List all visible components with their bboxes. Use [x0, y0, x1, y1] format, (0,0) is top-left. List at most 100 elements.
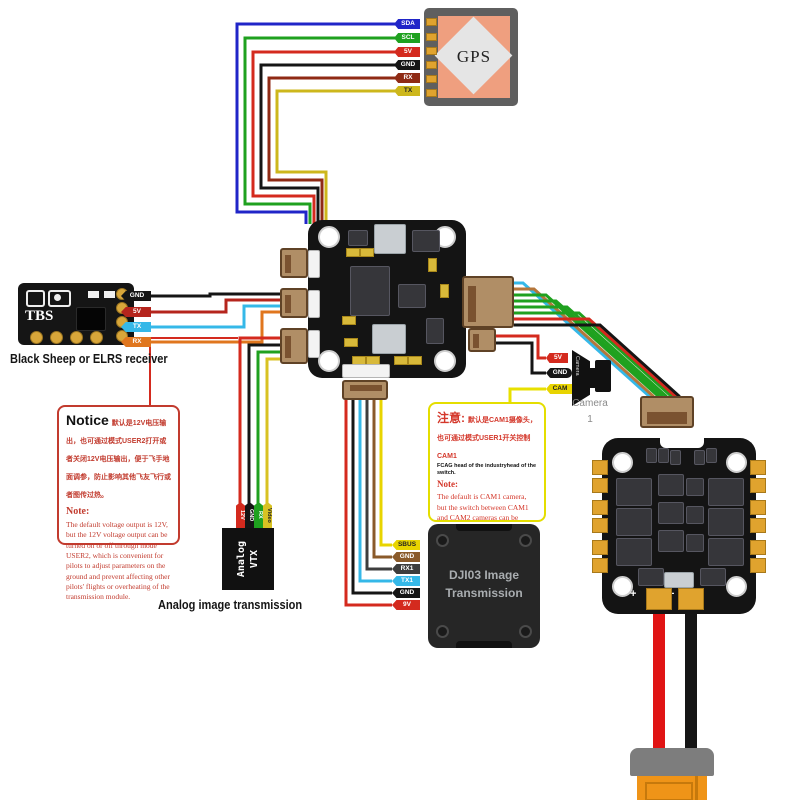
wire-label-cam-5v: 5V — [546, 353, 568, 363]
dji-pin-tx1: TX1 — [392, 576, 420, 586]
dji-label-line1: DJI03 Image — [448, 568, 520, 582]
wire-dji-rx1 — [365, 398, 392, 571]
camera-caption-line1: Camera — [572, 398, 608, 409]
esc-motor-pad — [750, 518, 766, 533]
wire-rx-rx — [150, 310, 286, 344]
wire-rx-gnd — [150, 292, 286, 298]
vtx-caption: Analog image transmission — [158, 597, 303, 613]
mounting-hole — [726, 576, 747, 597]
fc-capacitor — [408, 356, 422, 365]
vtx-label-line1: Analog — [236, 540, 247, 578]
wire-gps-rx — [267, 76, 398, 224]
camera-lens-neck — [589, 368, 595, 388]
wire-label-scl: SCL — [394, 33, 420, 43]
wire-vtx-12v — [238, 336, 284, 514]
fc-capacitor — [394, 356, 408, 365]
esc-motor-pad — [592, 460, 608, 475]
camera-lens-body — [595, 360, 611, 392]
esc-fet — [616, 478, 652, 506]
fc-plug-vtx — [280, 328, 308, 364]
xt60-detail — [695, 776, 698, 800]
fc-chip — [412, 230, 440, 252]
wire-label-5v: 5V — [394, 47, 420, 57]
wire-dji-sbus — [379, 398, 392, 547]
wire-gps-scl — [243, 36, 398, 224]
esc-motor-pad — [592, 518, 608, 533]
dji-screw — [436, 625, 449, 638]
wire-label-cam-gnd: GND — [546, 368, 572, 378]
wire-label-gnd: GND — [121, 291, 151, 301]
mounting-hole — [726, 452, 747, 473]
receiver-caption: Black Sheep or ELRS receiver — [10, 351, 168, 367]
wire-label-tx: TX — [394, 86, 420, 96]
gps-pad — [426, 89, 437, 97]
fc-mcu — [350, 266, 390, 316]
receiver-brand-label: TBS — [25, 308, 54, 324]
camera-caption-line2: 1 — [587, 414, 593, 425]
esc-cap — [670, 450, 681, 465]
fc-left-connector — [308, 250, 320, 278]
esc-fet — [616, 508, 652, 536]
receiver-smd — [104, 291, 115, 298]
esc-cap — [658, 448, 669, 463]
fc-plug-dji — [342, 380, 388, 400]
gps-pad — [426, 18, 437, 26]
fc-capacitor — [440, 284, 449, 298]
wire-gps-5v — [251, 50, 398, 224]
fc-left-connector — [308, 290, 320, 318]
esc-battery-pad-positive — [646, 588, 672, 610]
xt60-detail — [645, 782, 693, 800]
dji-screw — [436, 534, 449, 547]
mounting-hole — [612, 576, 633, 597]
mounting-hole — [318, 350, 340, 372]
fc-capacitor — [342, 316, 356, 325]
esc-motor-pad — [592, 478, 608, 493]
fc-regulator — [372, 324, 406, 354]
esc-chip — [658, 530, 684, 552]
notice-camera-title: 注意: — [437, 411, 465, 425]
wire-dji-gnd2 — [351, 398, 392, 595]
wire-gps-sda — [235, 22, 398, 224]
notice-camera-subline: FCAG head of the industryhead of the swi… — [437, 463, 537, 477]
receiver-chip — [76, 307, 106, 331]
esc-motor-pad — [750, 460, 766, 475]
wire-rx-5v — [150, 298, 286, 314]
receiver-board: TBS — [18, 283, 134, 345]
fc-bottom-connector — [342, 364, 390, 378]
wire-dji-9v — [344, 398, 392, 607]
notice-camera: 注意: 默认是CAM1摄像头，也可通过模式USER1开关控制CAM1 FCAG … — [428, 402, 546, 543]
receiver-pad — [30, 331, 43, 344]
fc-capacitor — [360, 248, 374, 257]
fc-capacitor — [346, 248, 360, 257]
wire-vtx-video — [265, 357, 284, 514]
esc-chip — [658, 502, 684, 524]
gps-pad — [426, 75, 437, 83]
esc-chip — [686, 534, 704, 552]
wire-dji-gnd1 — [372, 398, 392, 559]
notice-camera-note-label: Note: — [437, 479, 458, 490]
notice-power-chinese: 默认是12V电压输出，也可通过模式USER2打开或者关闭12V电压输出，便于飞手… — [66, 420, 171, 499]
wire-cam-5v — [496, 334, 546, 360]
esc-cap — [694, 450, 705, 465]
dji-pin-gnd2: GND — [392, 588, 420, 598]
wire-rx-tx — [150, 304, 286, 329]
esc-fet — [708, 538, 744, 566]
fc-left-connector — [308, 330, 320, 358]
esc-harness-connector — [640, 396, 694, 428]
fc-regulator — [374, 224, 406, 254]
fc-chip — [348, 230, 368, 246]
flight-controller-board — [308, 220, 466, 378]
xt60-cap — [630, 748, 714, 776]
callout-power-notice — [149, 337, 238, 407]
esc-chip — [658, 474, 684, 496]
wire-label-5v: 5V — [121, 307, 151, 317]
esc-board: + − — [602, 438, 756, 614]
camera-body: Camera — [572, 350, 590, 406]
dji-screw — [519, 534, 532, 547]
notice-power: Notice 默认是12V电压输出，也可通过模式USER2打开或者关闭12V电压… — [57, 405, 180, 601]
fc-chip — [426, 318, 444, 344]
vtx-pin-rx: RX — [254, 502, 263, 528]
camera-body-label: Camera — [574, 356, 580, 376]
dji-pin-rx1: RX1 — [392, 564, 420, 574]
